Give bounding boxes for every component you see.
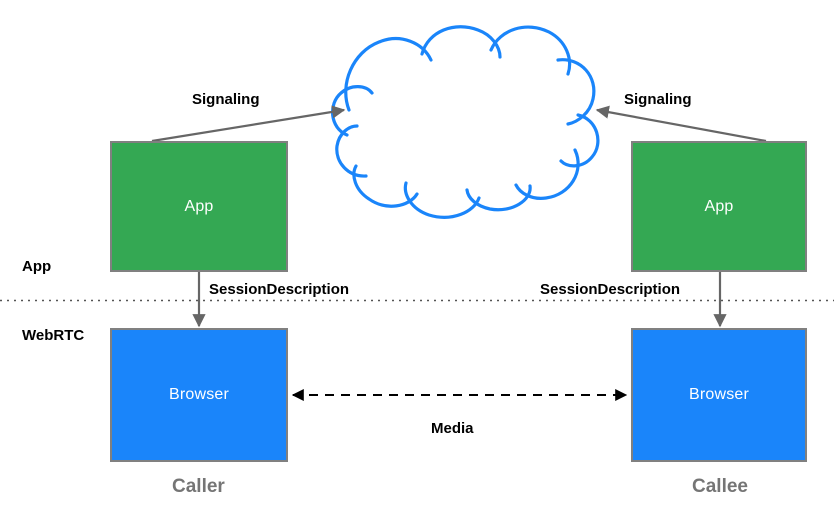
edge-label-signaling-left: Signaling [192, 91, 260, 108]
edge-label-sessiondescription-left: SessionDescription [209, 281, 350, 298]
node-browser-caller-label: Browser [168, 386, 230, 403]
layer-label-app: App [22, 258, 52, 275]
role-label-callee: Callee [692, 476, 748, 497]
node-browser-callee-label: Browser [688, 386, 750, 403]
edge-label-media: Media [431, 420, 474, 437]
node-app-callee[interactable]: App [631, 141, 807, 272]
node-app-caller-label: App [184, 197, 214, 215]
node-app-caller[interactable]: App [110, 141, 288, 272]
node-browser-callee[interactable]: Browser [631, 328, 807, 462]
signaling-arrow-right [595, 105, 767, 143]
layer-label-webrtc: WebRTC [22, 327, 85, 344]
edge-label-sessiondescription-right: SessionDescription [540, 281, 681, 298]
edge-label-signaling-right: Signaling [624, 91, 692, 108]
signaling-arrow-left [151, 105, 346, 143]
node-browser-caller[interactable]: Browser [110, 328, 288, 462]
node-app-callee-label: App [704, 197, 734, 215]
role-label-caller: Caller [172, 476, 225, 497]
signaling-cloud-icon [331, 25, 600, 219]
